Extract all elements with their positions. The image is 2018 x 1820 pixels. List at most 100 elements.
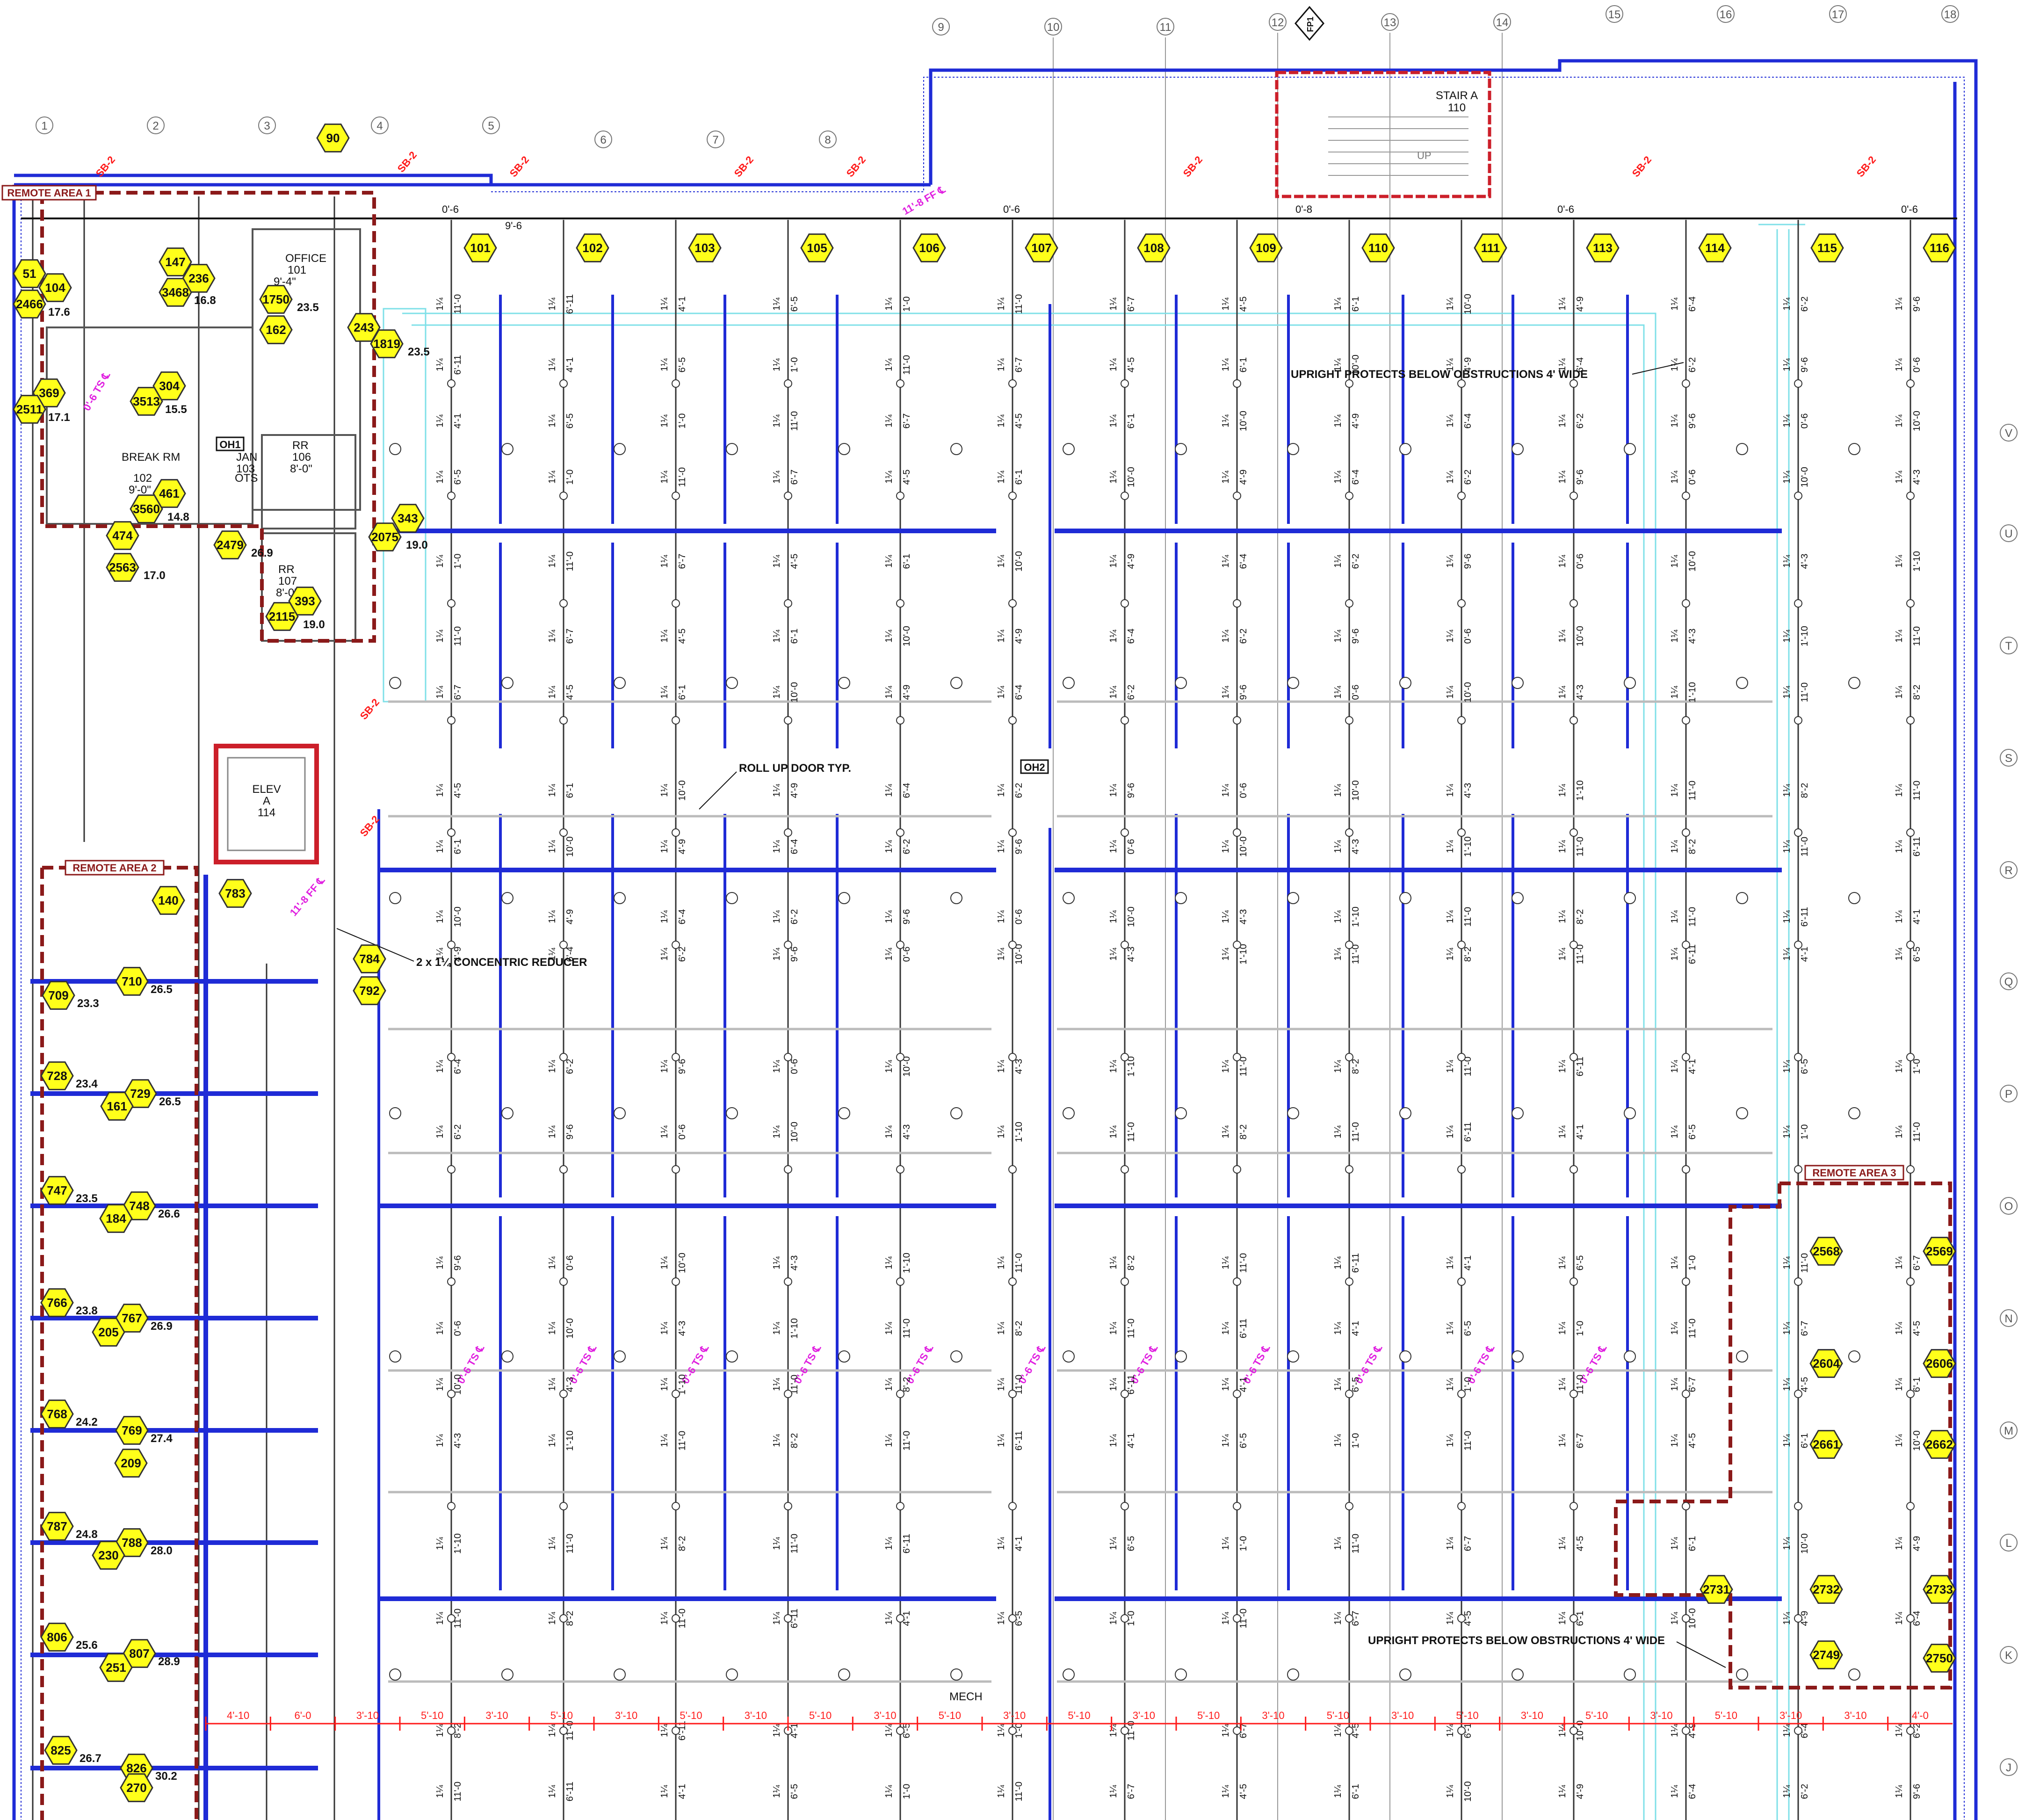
node-id: 2563 — [109, 560, 136, 574]
node-id: 251 — [106, 1660, 126, 1675]
branch-length-label: 11'-0 — [1463, 1057, 1473, 1076]
branch-length-label: 10'-0 — [1912, 411, 1922, 431]
node-pressure: 15.5 — [165, 403, 187, 416]
pipe-size-label: 1¼ — [1108, 630, 1119, 643]
room-number-rr107: 107 — [278, 575, 297, 587]
pipe-size-label: 1¼ — [1221, 555, 1231, 568]
upright-head — [1624, 443, 1636, 455]
node-hexagon — [1923, 1575, 1956, 1604]
pipe-size-label: 1¼ — [659, 948, 670, 961]
node-id: 3468 — [162, 285, 189, 299]
sprinkler-head — [1233, 828, 1241, 837]
pipe-size-label: 1¼ — [1894, 555, 1904, 568]
room-name-stair: STAIR A — [1436, 89, 1478, 102]
hydraulic-node: 2661 — [1809, 1430, 1843, 1459]
branch-length-label: 10'-0 — [1687, 1608, 1698, 1629]
pipe-size-label: 1¼ — [547, 555, 557, 568]
branch-length-label: 6'-4 — [1687, 297, 1698, 312]
hydraulic-node: 2749 — [1809, 1640, 1843, 1669]
sprinkler-head — [1682, 716, 1690, 725]
pipe-size-label: 1¼ — [1445, 1785, 1455, 1798]
hydraulic-node: 107 — [1025, 233, 1058, 262]
branch-length-label: 6'-4 — [1800, 1723, 1810, 1739]
branch-length-label: 10'-0 — [453, 1374, 463, 1395]
room-name-mech: MECH — [949, 1690, 983, 1703]
node-pressure: 23.3 — [77, 997, 99, 1010]
pipe-size-label: 1¼ — [435, 1378, 445, 1391]
sprinkler-head — [1570, 1502, 1578, 1510]
sprinkler-head — [1008, 941, 1017, 949]
pipe-size-label: 1¼ — [772, 948, 782, 961]
node-id: 2568 — [1813, 1244, 1840, 1258]
branch-length-label: 9'-6 — [1912, 297, 1922, 312]
top-dim: 0'-6 — [442, 203, 459, 215]
sprinkler-head — [1345, 1165, 1353, 1174]
pipe-size-label: 1¼ — [996, 910, 1006, 923]
sprinkler-head — [896, 941, 904, 949]
node-pressure: 28.0 — [151, 1544, 173, 1557]
sprinkler-head — [896, 828, 904, 837]
branch-length-label: 8'-2 — [565, 1611, 575, 1626]
pipe-size-label: 1¼ — [435, 1785, 445, 1798]
branch-length-label: 8'-2 — [1463, 947, 1473, 962]
pipe-size-label: 1¼ — [884, 297, 894, 311]
col-bubble: 10 — [1044, 18, 1062, 36]
branch-length-label: 8'-2 — [677, 1536, 687, 1552]
branch-length-label: 1'-0 — [1238, 1536, 1249, 1552]
sprinkler-head — [672, 1502, 680, 1510]
pipe-size-label: 1¼ — [1333, 630, 1343, 643]
branch-length-label: 6'-1 — [1575, 1611, 1585, 1626]
branch-length-label: 6'-11 — [1800, 907, 1810, 927]
sprinkler-head — [447, 1165, 456, 1174]
branch-length-label: 10'-0 — [789, 682, 800, 703]
pipe-size-label: 1¼ — [1221, 1612, 1231, 1625]
upright-head — [950, 892, 962, 904]
node-id: 105 — [807, 241, 827, 255]
node-hexagon — [368, 522, 402, 551]
pipe-size-label: 1¼ — [547, 686, 557, 699]
node-id: 243 — [354, 320, 374, 334]
branch-length-label: 11'-0 — [1238, 1253, 1249, 1273]
dimension-label: 3'-10 — [1844, 1710, 1866, 1721]
sprinkler-head — [784, 1502, 792, 1510]
node-hexagon — [42, 981, 75, 1010]
sprinkler-head — [1794, 492, 1802, 500]
branch-length-label: 4'-9 — [1463, 357, 1473, 373]
sprinkler-head — [1906, 1614, 1915, 1623]
node-id: 783 — [225, 886, 245, 900]
pipe-size-label: 1¼ — [1445, 1434, 1455, 1447]
node-id: 343 — [398, 511, 418, 525]
node-id: 102 — [582, 241, 602, 255]
upright-head — [1512, 1107, 1524, 1119]
col-bubble: 2 — [147, 116, 165, 134]
sprinkler-head — [896, 1277, 904, 1286]
branch-length-label: 4'-1 — [789, 1723, 800, 1739]
pipe-size-label: 1¼ — [1333, 948, 1343, 961]
hydraulic-node: 113 — [1586, 233, 1620, 262]
node-pressure: 16.8 — [194, 294, 216, 307]
branch-length-label: 6'-2 — [1351, 554, 1361, 569]
sprinkler-head — [1906, 1390, 1915, 1398]
upright-head — [1736, 892, 1748, 904]
room-sub-elev: 114 — [258, 806, 275, 819]
elevator-car — [227, 757, 306, 851]
pipe-size-label: 1¼ — [659, 414, 670, 428]
sprinkler-head — [1457, 716, 1466, 725]
pipe-size-label: 1¼ — [1445, 555, 1455, 568]
branch-length-label: 4'-5 — [1351, 1723, 1361, 1739]
pipe-size-label: 1¼ — [659, 1125, 670, 1138]
upright-head — [950, 1350, 962, 1363]
top-dim: 0'-6 — [1557, 203, 1574, 215]
node-pressure: 17.0 — [144, 569, 166, 582]
node-hexagon — [152, 886, 185, 915]
pipe-size-label: 1¼ — [884, 1724, 894, 1737]
sprinkler-head — [1457, 1726, 1466, 1735]
branch-length-label: 6'-5 — [1351, 1377, 1361, 1392]
sprinkler-head — [1682, 492, 1690, 500]
row-bubble: R — [2000, 861, 2018, 879]
dimension-label: 3'-10 — [1391, 1710, 1414, 1721]
node-id: 2511 — [16, 402, 43, 416]
